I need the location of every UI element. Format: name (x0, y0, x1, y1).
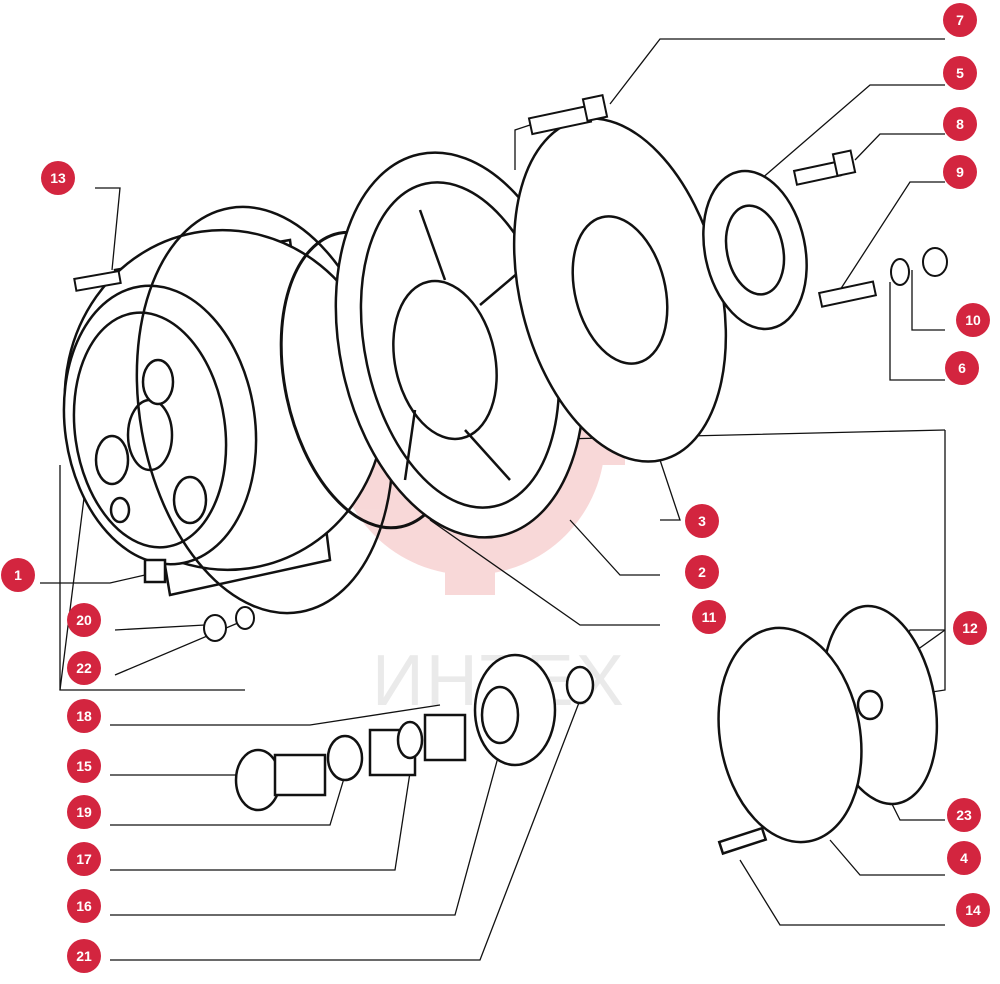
cover-assembly (717, 604, 939, 856)
callout-4: 4 (947, 841, 981, 875)
svg-text:4: 4 (960, 850, 968, 866)
svg-text:7: 7 (956, 12, 964, 28)
svg-text:10: 10 (965, 312, 981, 328)
bolts (73, 93, 948, 642)
callout-9: 9 (943, 155, 977, 189)
callout-14: 14 (956, 893, 990, 927)
callout-21: 21 (67, 939, 101, 973)
callout-17: 17 (67, 842, 101, 876)
svg-text:18: 18 (76, 708, 92, 724)
svg-text:13: 13 (50, 170, 66, 186)
callout-20: 20 (67, 603, 101, 637)
svg-text:16: 16 (76, 898, 92, 914)
callout-15: 15 (67, 749, 101, 783)
svg-text:3: 3 (698, 513, 706, 529)
callout-8: 8 (943, 107, 977, 141)
callout-7: 7 (943, 3, 977, 37)
brake-disc (512, 117, 728, 463)
callout-13: 13 (41, 161, 75, 195)
callout-12: 12 (953, 611, 987, 645)
svg-text:11: 11 (702, 609, 717, 625)
gear-train (234, 653, 595, 812)
callout-5: 5 (943, 56, 977, 90)
svg-text:22: 22 (76, 660, 92, 676)
svg-text:15: 15 (76, 758, 92, 774)
svg-text:12: 12 (962, 620, 978, 636)
svg-text:5: 5 (956, 65, 964, 81)
callout-2: 2 (685, 555, 719, 589)
callout-19: 19 (67, 795, 101, 829)
svg-text:1: 1 (14, 567, 22, 583)
svg-text:21: 21 (76, 948, 92, 964)
callout-3: 3 (685, 504, 719, 538)
svg-text:23: 23 (956, 807, 972, 823)
svg-text:8: 8 (956, 116, 964, 132)
svg-text:14: 14 (965, 902, 981, 918)
callout-6: 6 (945, 351, 979, 385)
callout-11: 11 (692, 600, 726, 634)
callout-10: 10 (956, 303, 990, 337)
svg-text:20: 20 (76, 612, 92, 628)
svg-text:6: 6 (958, 360, 966, 376)
callout-1: 1 (1, 558, 35, 592)
callout-22: 22 (67, 651, 101, 685)
retainer-plate (702, 169, 808, 331)
svg-text:2: 2 (698, 564, 706, 580)
svg-text:17: 17 (76, 851, 92, 867)
callouts: 1 2 3 4 5 6 7 8 9 10 11 12 13 14 15 16 1… (1, 3, 990, 973)
housing-drum (62, 228, 387, 597)
callout-18: 18 (67, 699, 101, 733)
callout-16: 16 (67, 889, 101, 923)
svg-text:9: 9 (956, 164, 964, 180)
svg-text:19: 19 (76, 804, 92, 820)
callout-23: 23 (947, 798, 981, 832)
